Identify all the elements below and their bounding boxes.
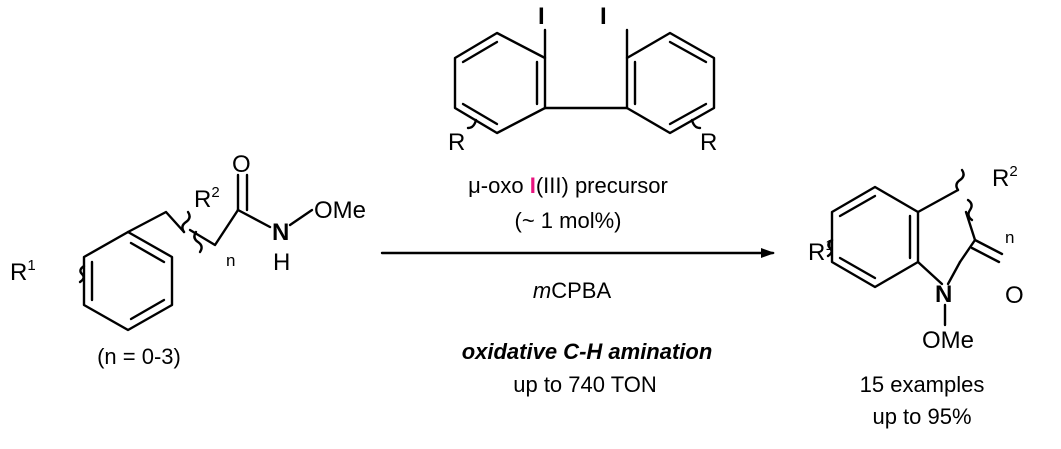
- product-r1-label: R1: [808, 237, 834, 266]
- product-ring-n: N: [935, 281, 952, 308]
- reactant-condition: (n = 0-3): [97, 344, 181, 369]
- reactant-n-subscript: n: [226, 251, 235, 270]
- product-benzene-ring: [830, 185, 920, 289]
- product-structure: [826, 168, 1004, 327]
- product-yield: up to 95%: [872, 404, 971, 429]
- reactant-r1-label: R1: [10, 257, 36, 286]
- catalyst-r-right: R: [700, 129, 717, 156]
- catalyst-right-ring: [625, 31, 716, 135]
- catalyst-left-ring: [453, 31, 547, 135]
- oxidant-label: mCPBA: [533, 278, 612, 303]
- reactant-amide-h: H: [273, 249, 290, 276]
- catalyst-label: μ-oxo I(III) precursor: [468, 173, 668, 198]
- reactant-carbonyl-o: O: [232, 151, 251, 178]
- catalyst-iodine-right: I: [600, 3, 607, 30]
- reactant-amide-n: N: [272, 219, 289, 246]
- reactant-benzene-ring: [82, 230, 174, 332]
- reaction-type: oxidative C-H amination: [462, 339, 713, 364]
- catalyst-loading: (~ 1 mol%): [515, 208, 622, 233]
- product-examples: 15 examples: [860, 372, 985, 397]
- product-n-subscript: n: [1005, 228, 1014, 247]
- product-r2-label: R2: [992, 163, 1018, 192]
- reactant-r2-label: R2: [194, 184, 220, 213]
- catalyst-r-left: R: [448, 129, 465, 156]
- reactant-structure: [78, 173, 314, 332]
- product-carbonyl-o: O: [1005, 282, 1024, 309]
- product-ome: OMe: [922, 327, 974, 354]
- product-lactam-ring: [916, 188, 960, 214]
- catalyst-structure: [453, 28, 716, 135]
- reactant-ome: OMe: [314, 197, 366, 224]
- catalyst-iodine-left: I: [538, 3, 545, 30]
- reactant-alkyl-chain: [126, 210, 186, 234]
- reaction-ton: up to 740 TON: [513, 372, 657, 397]
